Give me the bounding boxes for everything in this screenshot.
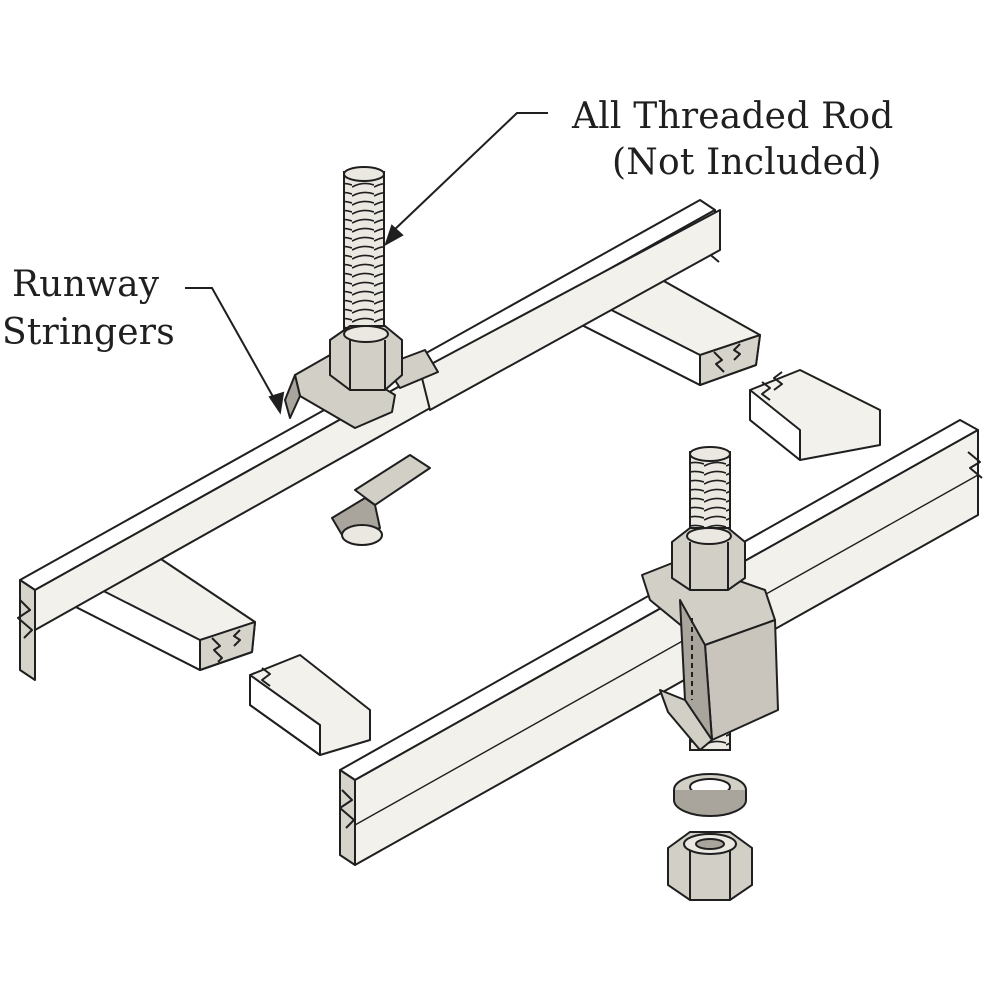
leader-threaded-rod xyxy=(384,112,548,247)
rung-back-lower xyxy=(749,369,881,461)
runway-stringers-callout-line2: Stringers xyxy=(2,312,175,353)
runway-stringers-callout-line1: Runway xyxy=(12,264,160,305)
threaded-rod-callout-line1: All Threaded Rod xyxy=(572,96,894,137)
runway-stringer-front xyxy=(339,419,983,866)
leader-runway-stringers xyxy=(185,287,285,415)
rung-front-right-stub xyxy=(249,654,371,756)
runway-stringer-back-rear xyxy=(419,209,721,411)
clamp-tab-left-lower xyxy=(331,454,431,546)
hex-nut-left-top xyxy=(329,325,403,391)
hex-nut-right-top xyxy=(671,527,746,591)
lock-washer xyxy=(673,773,747,817)
threaded-rod-callout-line2: (Not Included) xyxy=(612,142,882,183)
threaded-rod-left xyxy=(343,166,385,348)
hex-nut-bottom xyxy=(667,831,753,901)
